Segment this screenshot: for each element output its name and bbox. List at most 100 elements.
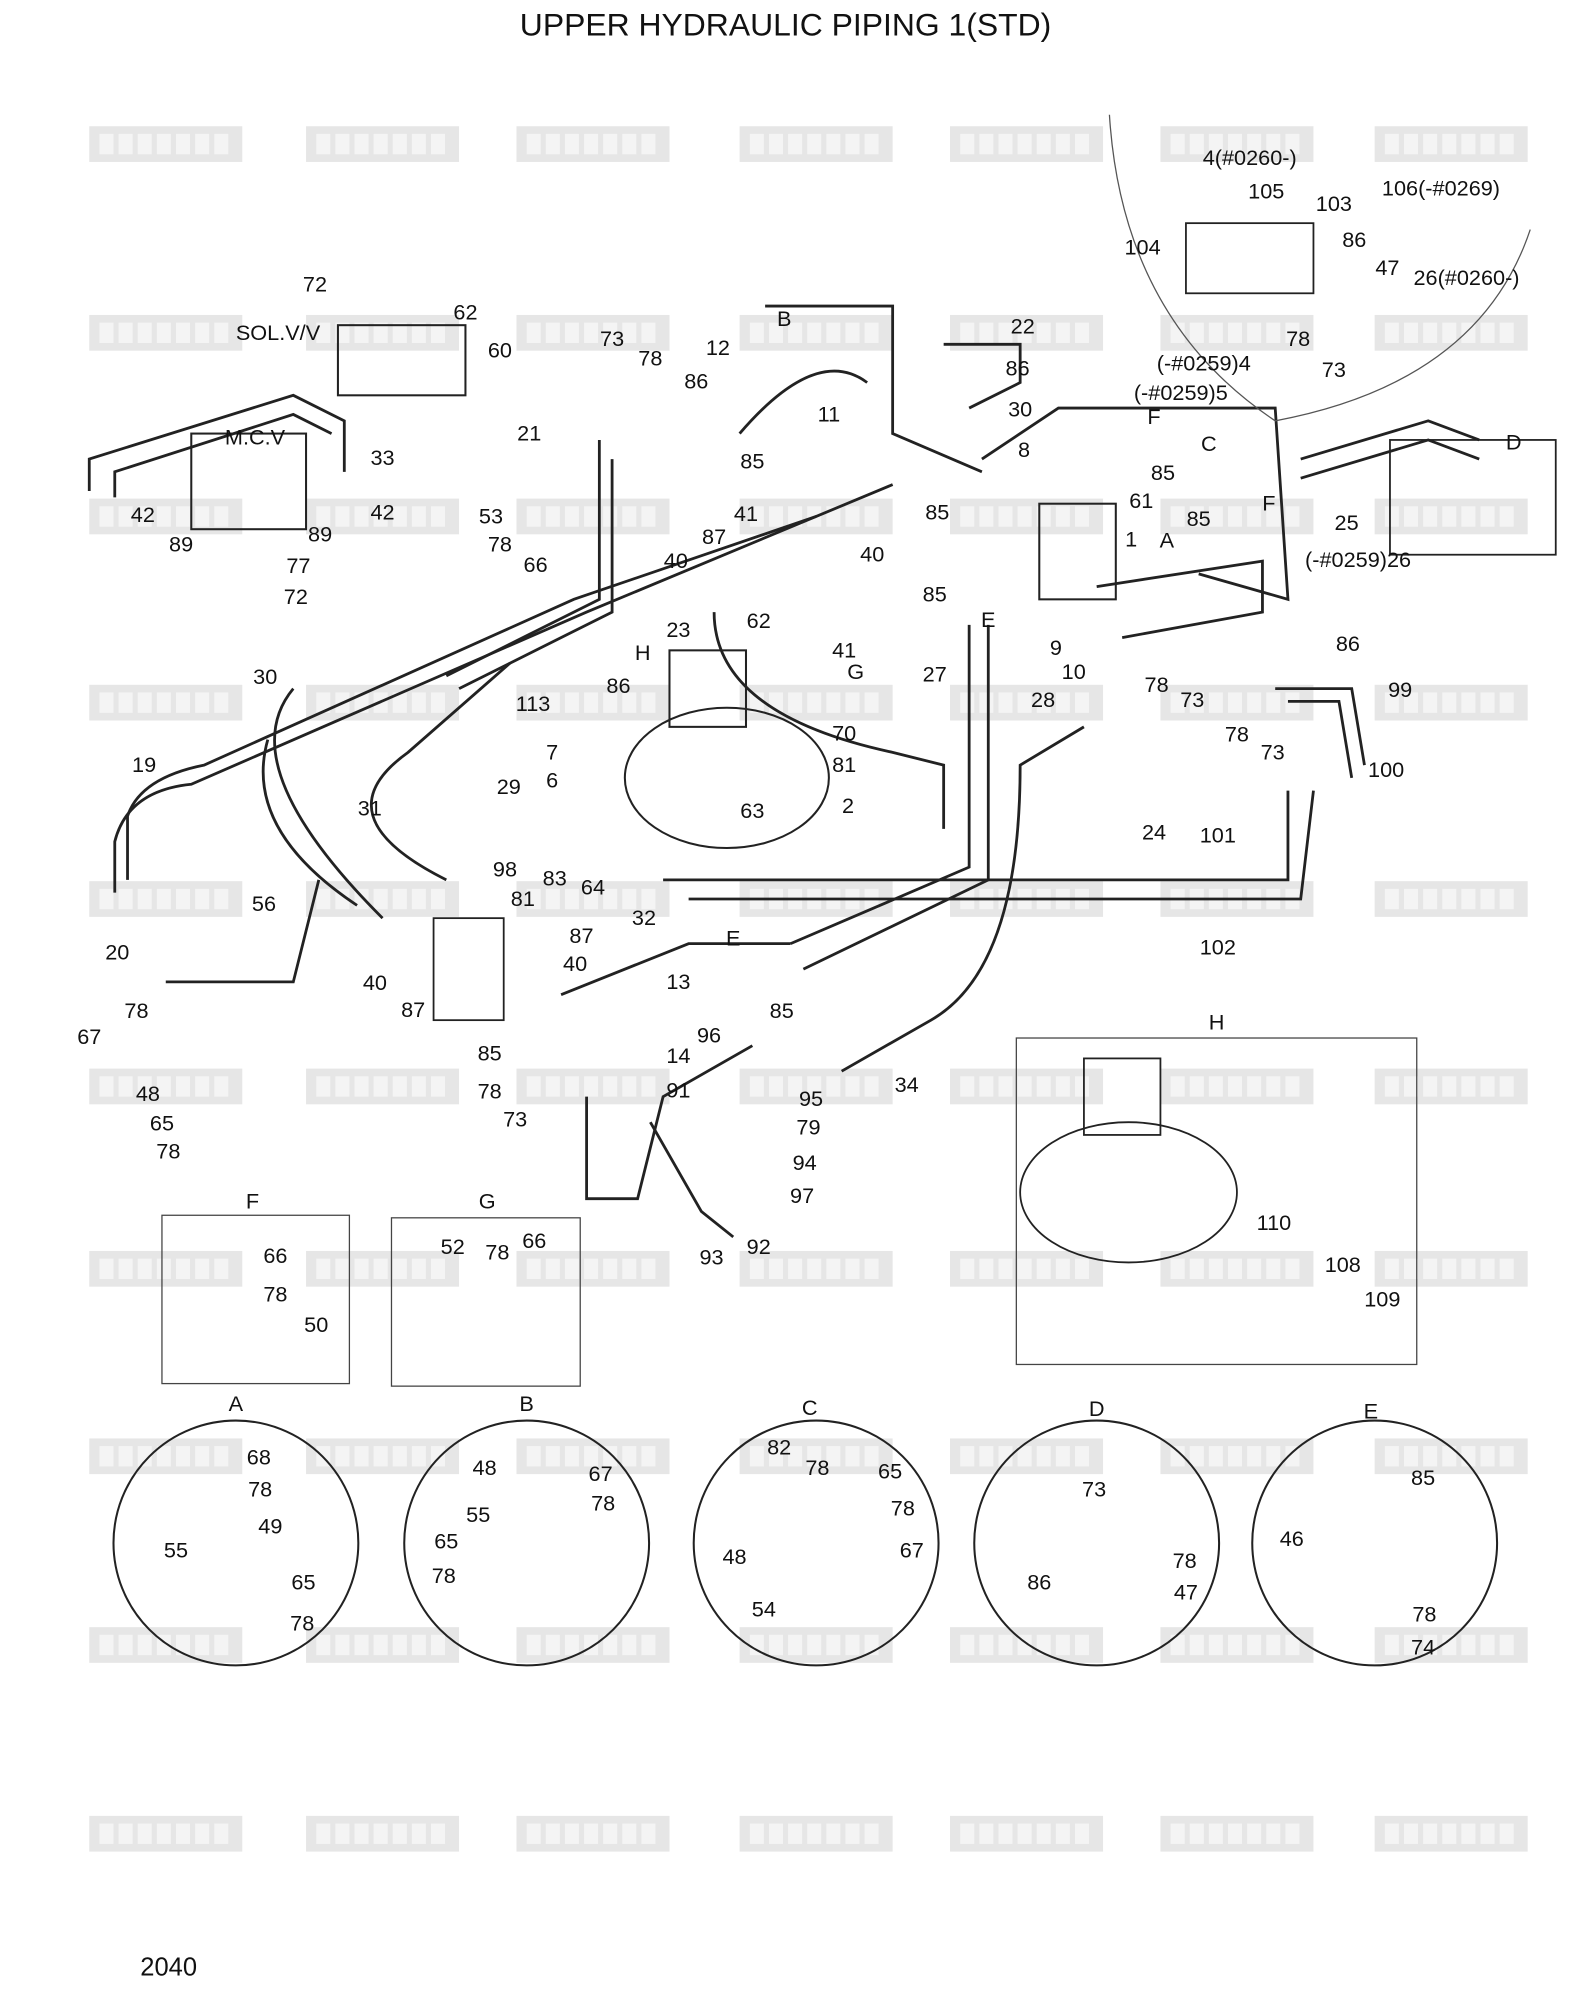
detail-circle (1251, 1419, 1499, 1667)
detail-box-f (161, 1214, 351, 1385)
watermark-logo-glyph (749, 506, 764, 527)
watermark-logo-glyph (1055, 1634, 1070, 1656)
watermark-logo-glyph (1247, 1634, 1262, 1656)
watermark-logo-glyph (564, 506, 579, 527)
watermark-logo-glyph (1461, 133, 1476, 155)
watermark-logo-glyph (960, 1634, 975, 1656)
watermark-logo-glyph (214, 1823, 229, 1844)
watermark-logo-glyph (195, 692, 210, 713)
part-callout: 82 (767, 1435, 792, 1460)
watermark-logo-glyph (1208, 322, 1223, 344)
watermark-logo-glyph (998, 1446, 1013, 1467)
part-callout: 94 (792, 1150, 817, 1176)
part-callout: 78 (263, 1282, 288, 1307)
watermark-logo-glyph (749, 1823, 764, 1844)
watermark-logo-glyph (1384, 1076, 1399, 1097)
watermark-logo-glyph (845, 692, 860, 713)
part-callout: 31 (357, 796, 382, 821)
part-callout: 4(#0260-) (1202, 146, 1297, 171)
watermark-logo-glyph (175, 1634, 191, 1656)
watermark-logo-glyph (1423, 1258, 1438, 1280)
watermark-logo-glyph (1228, 322, 1243, 344)
watermark-logo-glyph (998, 1634, 1013, 1656)
watermark-logo-glyph (1403, 1258, 1419, 1280)
watermark-logo-glyph (826, 1634, 841, 1656)
watermark-logo-glyph (960, 133, 975, 155)
hydraulic-pipe (840, 725, 1085, 1073)
watermark-logo-glyph (1247, 322, 1262, 344)
part-callout: 67 (899, 1538, 924, 1563)
watermark-logo-glyph (175, 1446, 191, 1467)
watermark-logo-glyph (1055, 506, 1070, 527)
watermark-logo-glyph (1036, 1446, 1051, 1467)
watermark-logo-glyph (788, 692, 803, 713)
watermark-logo-glyph (354, 506, 369, 527)
watermark-logo-glyph (1170, 1258, 1185, 1280)
watermark-logo-glyph (1285, 133, 1300, 155)
watermark-logo-glyph (1208, 133, 1223, 155)
watermark-logo-glyph (137, 692, 152, 713)
watermark-logo-glyph (998, 322, 1013, 344)
watermark-logo-glyph (1247, 1076, 1262, 1097)
watermark-logo-glyph (1036, 1076, 1051, 1097)
watermark-logo-glyph (545, 1634, 560, 1656)
watermark-logo-glyph (545, 692, 560, 713)
watermark-logo-glyph (316, 322, 331, 344)
watermark-logo-glyph (373, 888, 388, 910)
watermark-logo-glyph (641, 1823, 656, 1844)
hydraulic-pipe (1096, 559, 1264, 639)
detail-circle (973, 1419, 1221, 1667)
hydraulic-pipe (802, 624, 990, 971)
watermark-logo-glyph (768, 133, 783, 155)
part-callout: 60 (487, 338, 512, 363)
hydraulic-pipe (261, 739, 358, 907)
watermark-logo-glyph (156, 506, 171, 527)
watermark-logo-glyph (526, 506, 541, 527)
watermark-logo-glyph (1461, 322, 1476, 344)
watermark-logo-glyph (99, 322, 114, 344)
watermark-logo-glyph (411, 322, 426, 344)
watermark-logo-glyph (564, 692, 579, 713)
watermark-logo-glyph (545, 1258, 560, 1280)
watermark-logo-glyph (526, 1634, 541, 1656)
watermark-logo-glyph (137, 133, 152, 155)
hydraulic-pipe (585, 1044, 754, 1201)
watermark-logo-glyph (99, 506, 114, 527)
part-callout: 85 (922, 582, 947, 607)
part-callout: B (519, 1391, 534, 1417)
watermark-logo-glyph (641, 1258, 656, 1280)
watermark-logo-glyph (603, 506, 618, 527)
watermark-logo-glyph (1499, 1076, 1514, 1097)
watermark-logo-glyph (998, 692, 1013, 713)
watermark-logo-glyph (1384, 1823, 1399, 1844)
watermark-logo-glyph (545, 1076, 560, 1097)
watermark-logo-glyph (156, 322, 171, 344)
part-callout: H (634, 640, 651, 666)
watermark-logo-glyph (1423, 1446, 1438, 1467)
watermark-logo-glyph (641, 322, 656, 344)
hydraulic-pipe (1287, 699, 1354, 779)
part-callout: 23 (666, 617, 691, 643)
watermark-logo-glyph (195, 1258, 210, 1280)
watermark-logo-glyph (622, 1076, 637, 1097)
watermark-logo-glyph (526, 133, 541, 155)
watermark-logo-glyph (1480, 888, 1495, 910)
watermark-logo-glyph (1285, 322, 1300, 344)
part-callout: 73 (503, 1107, 528, 1132)
watermark-logo-glyph (960, 1076, 975, 1097)
watermark-logo-glyph (316, 692, 331, 713)
watermark-logo-glyph (1074, 1446, 1090, 1467)
watermark-logo-glyph (584, 1258, 599, 1280)
watermark-logo-glyph (1266, 692, 1281, 713)
watermark-logo-glyph (137, 1258, 152, 1280)
watermark-logo-glyph (1247, 506, 1262, 527)
watermark-logo-glyph (99, 692, 114, 713)
watermark-logo-glyph (156, 692, 171, 713)
watermark-logo-glyph (864, 1258, 879, 1280)
watermark-logo-glyph (335, 1823, 350, 1844)
watermark-logo-glyph (845, 1634, 860, 1656)
watermark-logo-glyph (1208, 692, 1223, 713)
watermark-logo-glyph (1266, 1634, 1281, 1656)
part-callout: 85 (769, 999, 794, 1024)
watermark-logo-glyph (316, 1258, 331, 1280)
